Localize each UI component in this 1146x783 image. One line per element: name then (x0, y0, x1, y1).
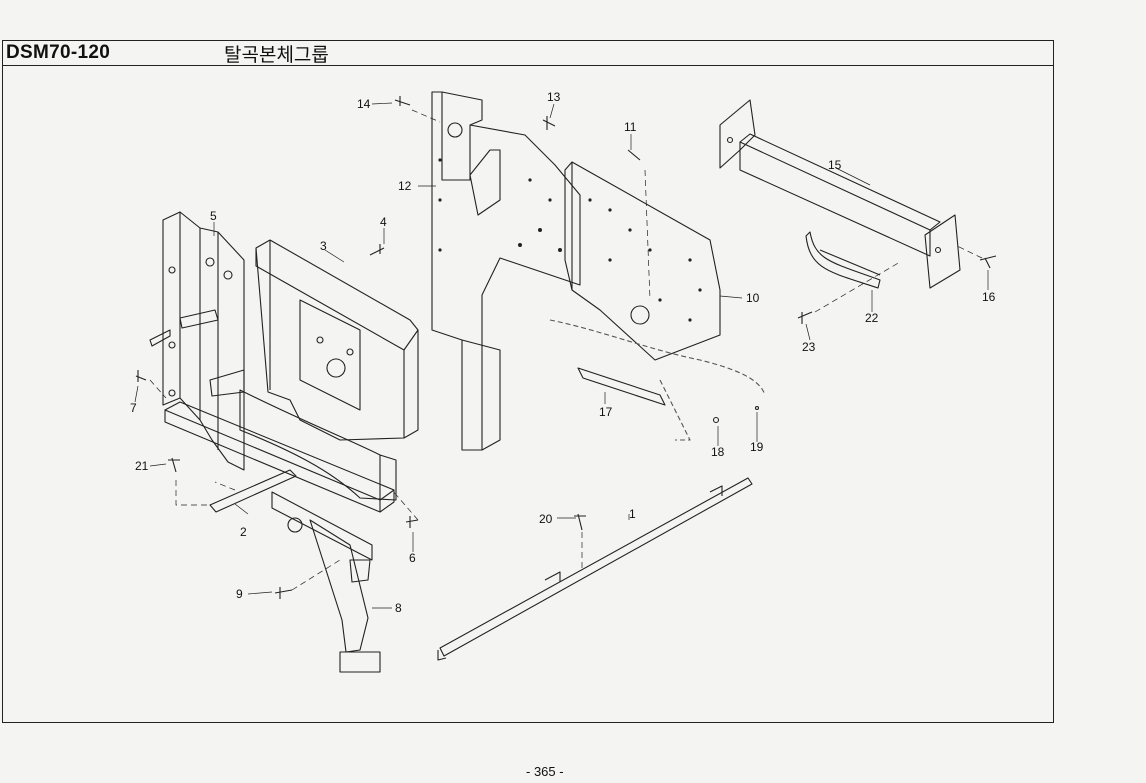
callout-18: 18 (711, 445, 725, 459)
callout-13: 13 (547, 90, 561, 104)
callout-10: 10 (746, 291, 760, 305)
title-bar (2, 40, 1054, 66)
callout-6: 6 (409, 551, 416, 565)
part-bolts (135, 96, 997, 599)
callout-14: 14 (357, 97, 371, 111)
callout-21: 21 (135, 459, 149, 473)
alignment-lines (149, 109, 983, 591)
part-cross-member (164, 401, 395, 513)
callout-labels: 1 2 3 4 5 6 7 8 9 10 11 12 13 14 15 16 1… (130, 90, 996, 615)
part-bracket (805, 231, 881, 289)
callout-1: 1 (629, 507, 636, 521)
part-frame-assembly (239, 239, 419, 501)
callout-3: 3 (320, 239, 327, 253)
callout-7: 7 (130, 401, 137, 415)
part-side-frame (149, 211, 245, 471)
callout-15: 15 (828, 158, 842, 172)
callout-12: 12 (398, 179, 412, 193)
callout-4: 4 (380, 215, 387, 229)
callout-16: 16 (982, 290, 996, 304)
part-beam (719, 99, 961, 289)
part-large-plate (564, 161, 721, 361)
page-number: - 365 - (526, 764, 564, 779)
callout-22: 22 (865, 311, 879, 325)
part-stand-leg (271, 491, 381, 673)
drawing-frame (2, 40, 1054, 723)
callout-11: 11 (624, 120, 637, 134)
part-long-bar (437, 477, 753, 661)
callout-20: 20 (539, 512, 553, 526)
leader-lines (134, 102, 989, 609)
callout-8: 8 (395, 601, 402, 615)
callout-5: 5 (210, 209, 217, 223)
ghost-outline (549, 319, 766, 441)
group-name: 탈곡본체그룹 (224, 44, 329, 66)
callout-23: 23 (802, 340, 816, 354)
part-rod (577, 367, 666, 406)
callout-19: 19 (750, 440, 764, 454)
callout-17: 17 (599, 405, 613, 419)
part-center-plate (431, 91, 581, 451)
callout-9: 9 (236, 587, 243, 601)
model-code: DSM70-120 (6, 42, 111, 63)
callout-2: 2 (240, 525, 247, 539)
